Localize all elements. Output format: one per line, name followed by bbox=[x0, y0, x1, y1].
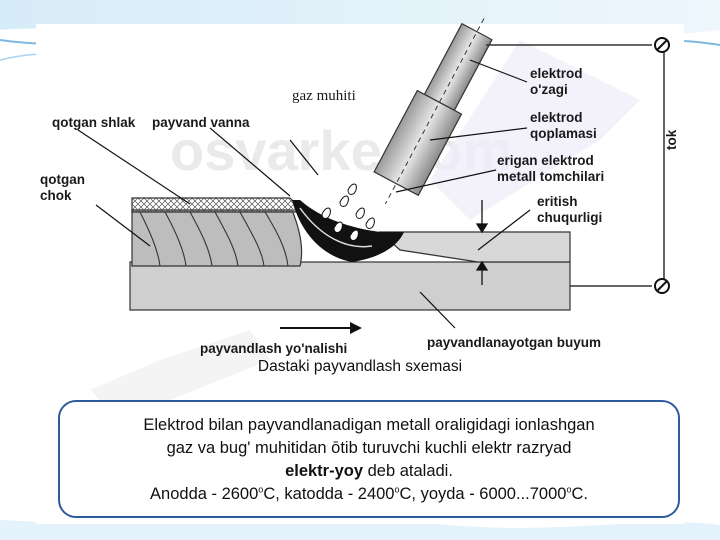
welding-direction-arrow bbox=[280, 322, 362, 334]
degree-mark-2: o bbox=[394, 484, 400, 495]
weld-ripples bbox=[139, 211, 289, 267]
definition-line-1: Elektrod bilan payvandlanadigan metall o… bbox=[143, 416, 595, 434]
solidified-weld bbox=[131, 209, 303, 267]
temp-arc-unit: C. bbox=[571, 485, 588, 503]
temperature-line: Anodda - 2600oC, katodda - 2400oC, yoyda… bbox=[60, 483, 678, 506]
definition-line-2: gaz va bug' muhitidan ōtib turuvchi kuch… bbox=[166, 439, 572, 457]
weld-pool bbox=[292, 200, 404, 262]
definition-line-3-rest: deb ataladi. bbox=[363, 462, 453, 480]
label-solidified-weld: qotgan chok bbox=[40, 172, 85, 203]
degree-mark-3: o bbox=[566, 484, 572, 495]
label-electrode-coating: elektrod qoplamasi bbox=[530, 110, 597, 141]
terminal-bottom bbox=[654, 278, 670, 294]
label-welding-direction: payvandlash yo'nalishi bbox=[200, 341, 348, 356]
metal-droplets bbox=[321, 183, 375, 241]
degree-mark-1: o bbox=[258, 484, 264, 495]
label-molten-droplets: erigan elektrod metall tomchilari bbox=[497, 153, 605, 184]
label-penetration-depth: eritish chuqurligi bbox=[537, 194, 603, 225]
solidified-slag bbox=[131, 197, 303, 213]
label-gas-medium: gaz muhiti bbox=[292, 88, 356, 104]
watermark-text-top: osvarke.com bbox=[170, 119, 512, 182]
label-solidified-slag: qotgan shlak bbox=[52, 115, 136, 130]
temp-anode-label: Anodda - 2600 bbox=[150, 485, 259, 503]
terminal-top bbox=[654, 37, 670, 53]
workpiece-plate bbox=[129, 261, 571, 311]
temp-cathode-label: C, katodda - 2400 bbox=[263, 485, 395, 503]
label-weld-pool: payvand vanna bbox=[152, 115, 250, 130]
temp-arc-label: C, yoyda - 6000...7000 bbox=[399, 485, 567, 503]
label-current: tok bbox=[664, 129, 679, 150]
penetration-depth-marker bbox=[475, 200, 489, 285]
electrode bbox=[373, 18, 493, 205]
label-workpiece: payvandlanayotgan buyum bbox=[427, 335, 602, 350]
pointer-lines bbox=[77, 59, 531, 329]
definition-line-3: elektr-yoy deb ataladi. bbox=[60, 460, 678, 483]
term-electric-arc: elektr-yoy bbox=[285, 462, 364, 480]
current-circuit bbox=[486, 44, 665, 287]
definition-box: Elektrod bilan payvandlanadigan metall o… bbox=[58, 400, 680, 518]
workpiece-edge bbox=[378, 231, 571, 263]
label-electrode-core: elektrod o'zagi bbox=[530, 66, 583, 97]
diagram-caption: Dastaki payvandlash sxemasi bbox=[257, 358, 463, 375]
